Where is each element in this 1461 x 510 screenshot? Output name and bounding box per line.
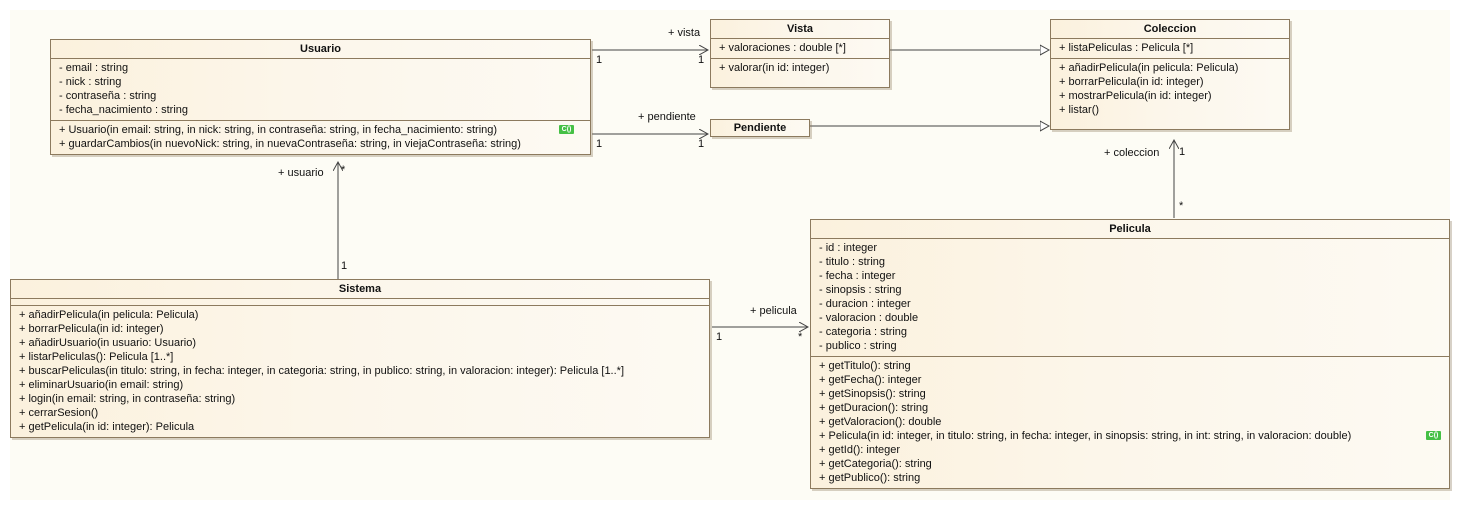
mult-vista-dst: 1 (698, 54, 705, 66)
mult-pendiente-dst: 1 (698, 138, 705, 150)
class-name: Usuario (51, 40, 590, 59)
operation: + getId(): integer (819, 444, 901, 456)
operation: + getSinopsis(): string (819, 388, 926, 400)
operation: + getDuracion(): string (819, 402, 929, 414)
class-vista[interactable]: Vista + valoraciones : double [*] + valo… (710, 19, 890, 88)
operation: + getValoracion(): double (819, 416, 942, 428)
role-pendiente: + pendiente (638, 111, 696, 123)
attributes-section: - email : string - nick : string - contr… (51, 59, 590, 121)
constructor-icon: C() (559, 125, 574, 134)
attribute: + valoraciones : double [*] (719, 42, 846, 54)
attribute: - contraseña : string (59, 90, 157, 102)
mult-usuario-dst: * (341, 164, 346, 176)
attribute: + listaPeliculas : Pelicula [*] (1059, 42, 1194, 54)
operation: + guardarCambios(in nuevoNick: string, i… (59, 138, 521, 150)
class-name: Pendiente (733, 122, 787, 134)
attribute: - fecha_nacimiento : string (59, 104, 189, 116)
operations-section: + Usuario(in email: string, in nick: str… (51, 121, 590, 154)
attributes-section: - id : integer - titulo : string - fecha… (811, 239, 1449, 357)
operations-section: + getTitulo(): string + getFecha(): inte… (811, 357, 1449, 488)
attribute: - email : string (59, 62, 129, 74)
operations-section: + añadirPelicula(in pelicula: Pelicula) … (11, 306, 709, 437)
operation: + Pelicula(in id: integer, in titulo: st… (819, 430, 1352, 442)
constructor-icon: C() (1426, 431, 1441, 440)
role-usuario: + usuario (278, 167, 324, 179)
operation: + añadirPelicula(in pelicula: Pelicula) (1059, 62, 1239, 74)
attribute: - categoria : string (819, 326, 908, 338)
role-coleccion: + coleccion (1104, 147, 1160, 159)
mult-vista-src: 1 (596, 54, 603, 66)
class-sistema[interactable]: Sistema + añadirPelicula(in pelicula: Pe… (10, 279, 710, 438)
attributes-section (11, 299, 709, 306)
attribute: - nick : string (59, 76, 122, 88)
mult-coleccion-src: * (1179, 200, 1184, 212)
operation: + listar() (1059, 104, 1100, 116)
operation: + Usuario(in email: string, in nick: str… (59, 124, 498, 136)
operation: + getFecha(): integer (819, 374, 922, 386)
class-name: Vista (711, 20, 889, 39)
operation: + buscarPeliculas(in titulo: string, in … (19, 365, 625, 377)
operations-section: + valorar(in id: integer) (711, 59, 889, 87)
operation: + cerrarSesion() (19, 407, 99, 419)
operation: + getPelicula(in id: integer): Pelicula (19, 421, 195, 433)
class-coleccion[interactable]: Coleccion + listaPeliculas : Pelicula [*… (1050, 19, 1290, 130)
operation: + añadirPelicula(in pelicula: Pelicula) (19, 309, 199, 321)
attributes-section: + valoraciones : double [*] (711, 39, 889, 59)
operation: + eliminarUsuario(in email: string) (19, 379, 184, 391)
attribute: - titulo : string (819, 256, 886, 268)
operation-row: + Pelicula(in id: integer, in titulo: st… (819, 429, 1441, 443)
class-pendiente[interactable]: Pendiente (710, 119, 810, 137)
attribute: - fecha : integer (819, 270, 896, 282)
mult-coleccion-dst: 1 (1179, 146, 1186, 158)
class-name: Coleccion (1051, 20, 1289, 39)
attribute: - id : integer (819, 242, 878, 254)
operation: + mostrarPelicula(in id: integer) (1059, 90, 1212, 102)
operation: + borrarPelicula(in id: integer) (19, 323, 164, 335)
attribute: - sinopsis : string (819, 284, 902, 296)
operation: + getPublico(): string (819, 472, 921, 484)
operation: + getCategoria(): string (819, 458, 932, 470)
operation: + getTitulo(): string (819, 360, 911, 372)
class-name: Sistema (11, 280, 709, 299)
attribute: - publico : string (819, 340, 897, 352)
mult-pendiente-src: 1 (596, 138, 603, 150)
operation: + listarPeliculas(): Pelicula [1..*] (19, 351, 174, 363)
operation: + login(in email: string, in contraseña:… (19, 393, 236, 405)
mult-pelicula-src: 1 (716, 331, 723, 343)
operations-section: + añadirPelicula(in pelicula: Pelicula) … (1051, 59, 1289, 129)
class-usuario[interactable]: Usuario - email : string - nick : string… (50, 39, 591, 155)
attribute: - valoracion : double (819, 312, 919, 324)
class-name: Pelicula (811, 220, 1449, 239)
operation-row: + Usuario(in email: string, in nick: str… (59, 123, 582, 137)
role-pelicula: + pelicula (750, 305, 797, 317)
attribute: - duracion : integer (819, 298, 911, 310)
role-vista: + vista (668, 27, 701, 39)
operation: + añadirUsuario(in usuario: Usuario) (19, 337, 196, 349)
mult-usuario-src: 1 (341, 260, 348, 272)
operation: + valorar(in id: integer) (719, 62, 830, 74)
operation: + borrarPelicula(in id: integer) (1059, 76, 1204, 88)
class-pelicula[interactable]: Pelicula - id : integer - titulo : strin… (810, 219, 1450, 489)
mult-pelicula-dst: * (798, 331, 803, 343)
attributes-section: + listaPeliculas : Pelicula [*] (1051, 39, 1289, 59)
